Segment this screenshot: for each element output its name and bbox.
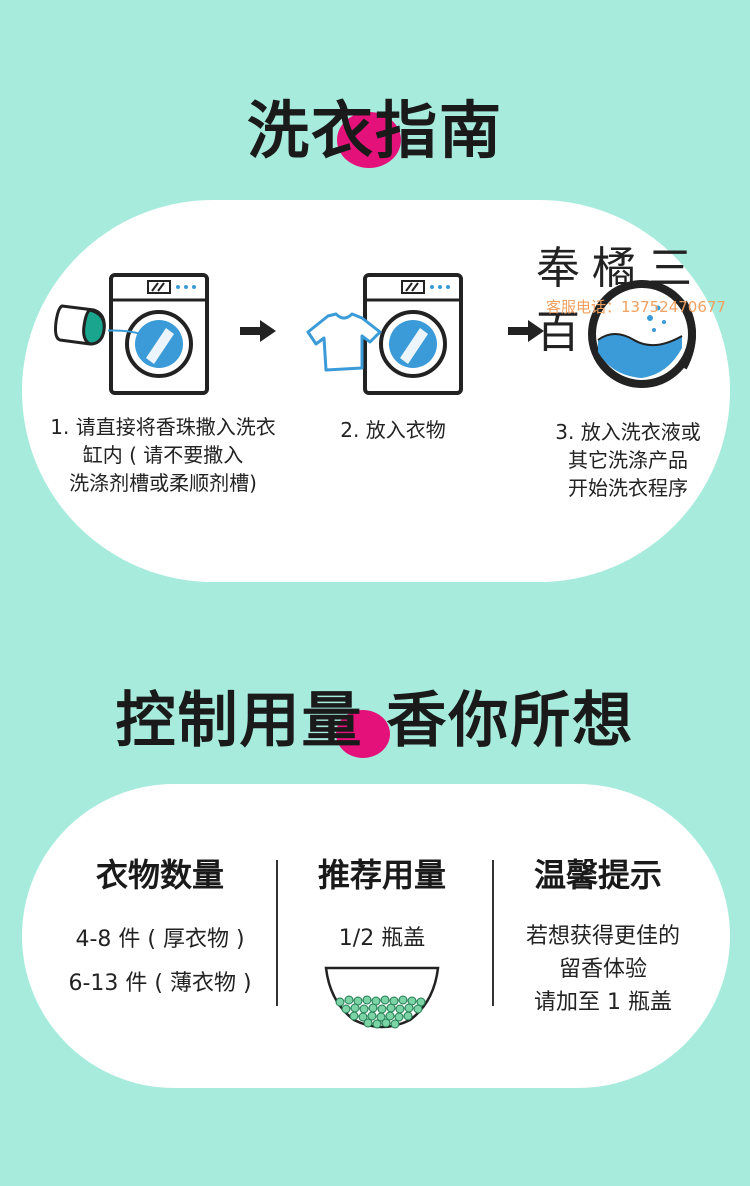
quantity-heading: 衣物数量 xyxy=(95,856,224,894)
step-3-text: 3. 放入洗衣液或 其它洗涤产品 开始洗衣程序 xyxy=(555,420,701,500)
amount-text: 1/2 瓶盖 xyxy=(338,926,426,951)
title-accent-dot xyxy=(336,710,390,758)
contact-watermark: 客服电话：13752470677 xyxy=(546,298,726,316)
dosage-title: 控制用量 香你所想 xyxy=(115,686,635,756)
quantity-text: 4-8 件 ( 厚衣物 ) 6-13 件 ( 薄衣物 ) xyxy=(68,927,252,996)
tshirt-icon xyxy=(306,312,382,372)
bottle-cap-icon xyxy=(324,966,440,1029)
tip-text: 若想获得更佳的 留香体验 请加至 1 瓶盖 xyxy=(525,924,680,1015)
column-divider xyxy=(276,860,278,1006)
column-divider xyxy=(492,860,494,1006)
tip-heading: 温馨提示 xyxy=(533,856,662,894)
washing-drum-icon xyxy=(588,280,696,388)
step-1-text: 1. 请直接将香珠撒入洗衣 缸内 ( 请不要撒入 洗涤剂槽或柔顺剂槽) xyxy=(50,415,276,495)
arrow-right-icon xyxy=(508,320,544,342)
amount-heading: 推荐用量 xyxy=(317,856,446,894)
washing-machine-icon xyxy=(363,273,463,395)
title-accent-dot xyxy=(337,112,401,168)
capsule-icon xyxy=(54,304,106,346)
dosage-card xyxy=(22,784,730,1088)
brand-watermark: 奉橘三百 xyxy=(536,243,704,358)
arrow-right-icon xyxy=(240,320,276,342)
guide-title: 洗衣指南 xyxy=(246,94,503,167)
washing-machine-icon xyxy=(108,273,209,395)
step-2-text: 2. 放入衣物 xyxy=(340,418,446,442)
